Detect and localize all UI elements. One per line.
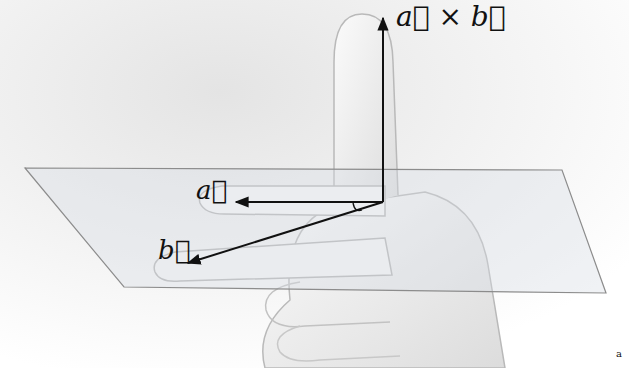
vector-label: a⃗ <box>196 176 227 205</box>
curled-finger <box>278 326 401 361</box>
plane <box>25 168 606 293</box>
vector-a <box>236 201 383 203</box>
vector-label: b⃗ <box>158 236 190 265</box>
vector-b <box>188 202 383 263</box>
angle-arc <box>353 203 362 211</box>
cross-product-label: a⃗ × b⃗ <box>396 2 505 33</box>
corner-mark: a <box>616 348 622 359</box>
cross-product-vector <box>382 18 384 202</box>
